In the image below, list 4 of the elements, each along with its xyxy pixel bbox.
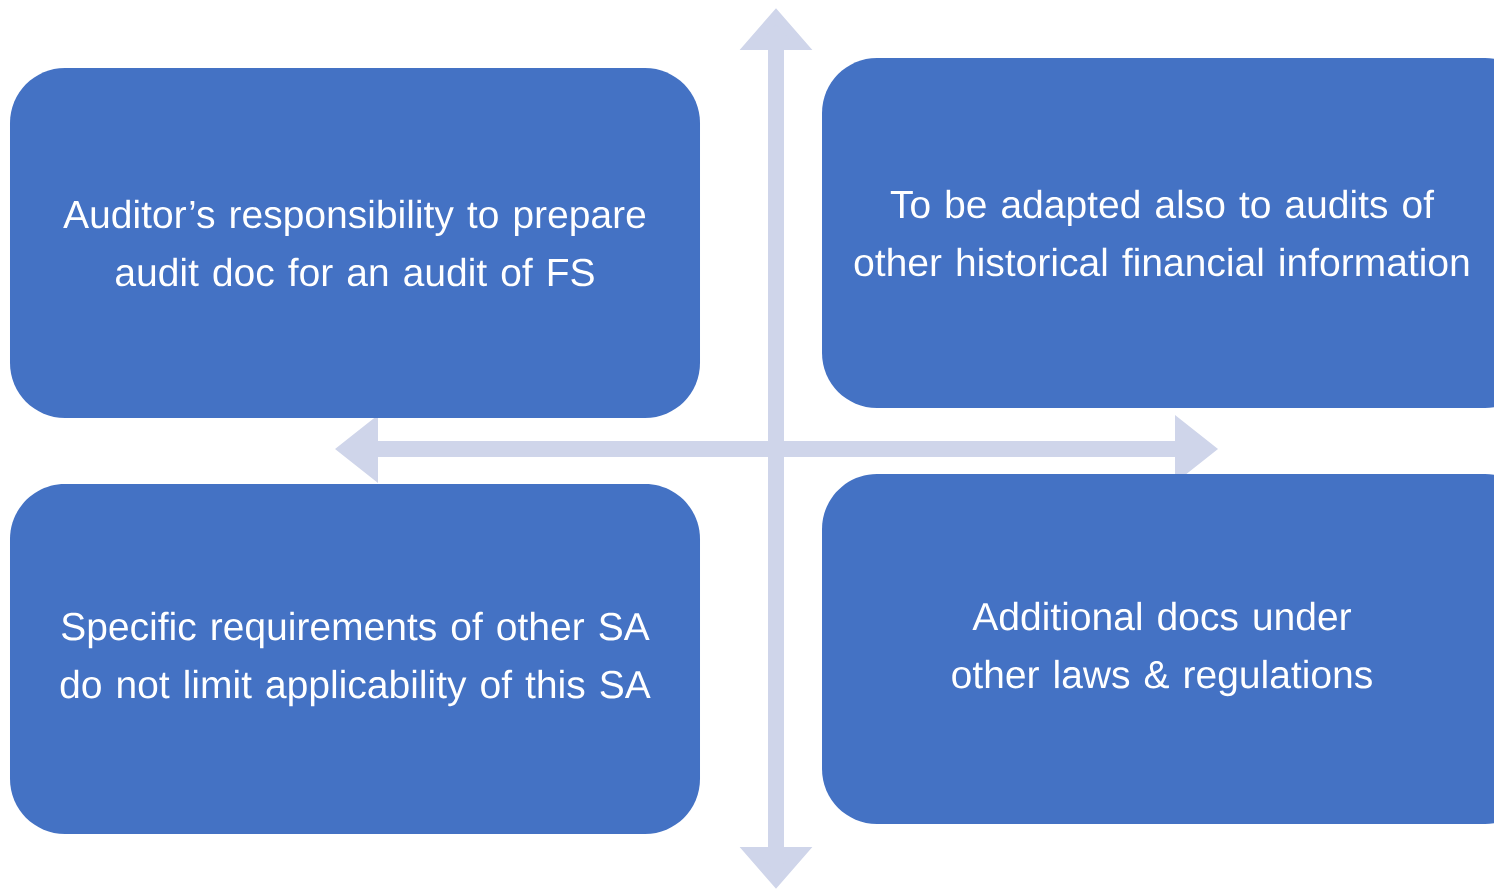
text-box: Additional docs under other laws & regulations — [822, 474, 1494, 824]
text-box: Auditor’s responsibility to prepare audit doc for an audit of FS — [10, 68, 700, 418]
text-box: To be adapted also to audits of other historical financial information — [822, 58, 1494, 408]
text-box: Specific requirements of other SA do not limit applicability of this SA — [10, 484, 700, 834]
